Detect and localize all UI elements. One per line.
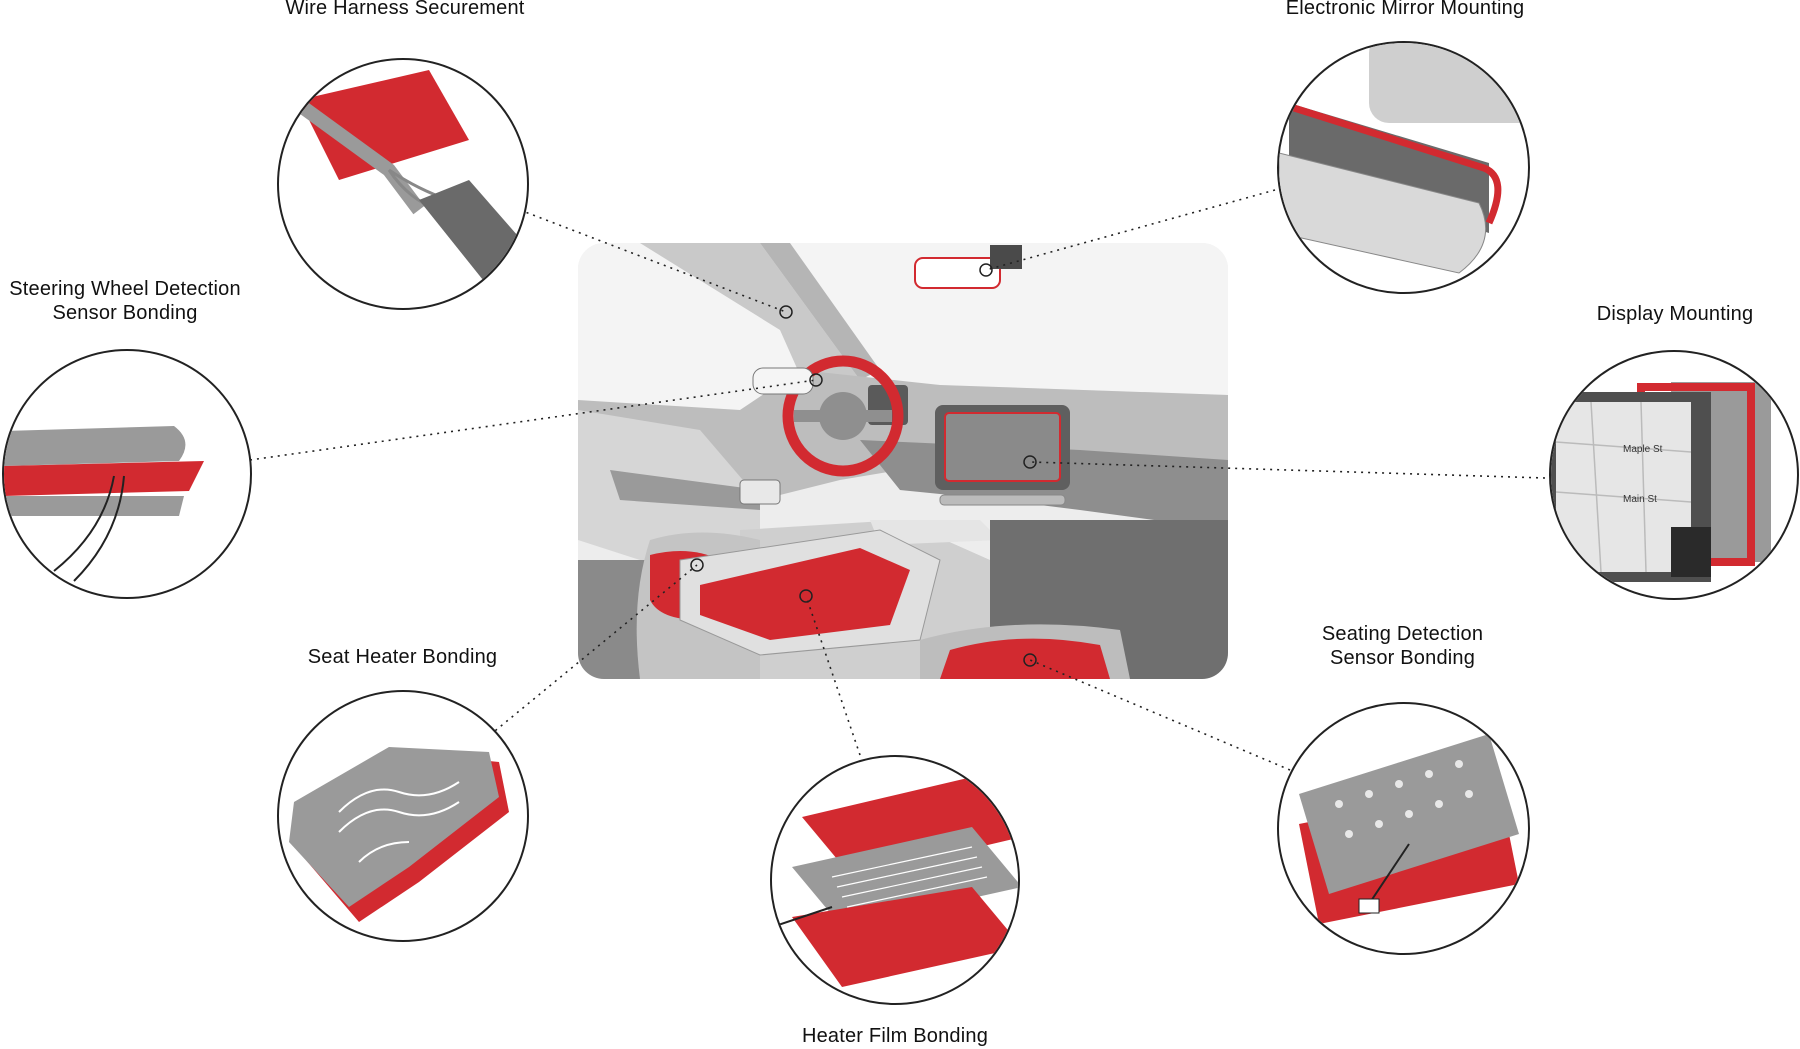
label-seating-detection-line2: Sensor Bonding: [1329, 647, 1476, 669]
seating-detection-bubble: [1277, 702, 1530, 955]
connector-lines: [249, 189, 1546, 771]
display-bubble: Maple St Main St: [1549, 350, 1799, 600]
label-seat-heater: Seat Heater Bonding: [307, 646, 498, 668]
label-steering-wheel: Steering Wheel Detection Sensor Bonding: [0, 277, 250, 325]
heater-film-bubble: [770, 755, 1020, 1005]
map-street-1: Maple St: [1623, 444, 1663, 455]
electronic-mirror-bubble: [1277, 41, 1530, 294]
label-seating-detection: Seating Detection Sensor Bonding: [1300, 622, 1505, 670]
label-seating-detection-line1: Seating Detection: [1321, 623, 1484, 645]
seat-heater-bubble: [277, 690, 529, 942]
label-heater-film: Heater Film Bonding: [801, 1025, 989, 1047]
label-wire-harness: Wire Harness Securement: [285, 0, 525, 19]
steering-wheel-bubble: [2, 349, 252, 599]
label-steering-wheel-line2: Sensor Bonding: [52, 302, 198, 324]
label-steering-wheel-line1: Steering Wheel Detection: [9, 278, 241, 300]
car-interior-illustration: [578, 243, 1228, 679]
label-electronic-mirror: Electronic Mirror Mounting: [1285, 0, 1525, 19]
map-street-2: Main St: [1623, 494, 1657, 505]
label-display: Display Mounting: [1596, 303, 1754, 325]
wire-harness-bubble: [277, 58, 529, 310]
